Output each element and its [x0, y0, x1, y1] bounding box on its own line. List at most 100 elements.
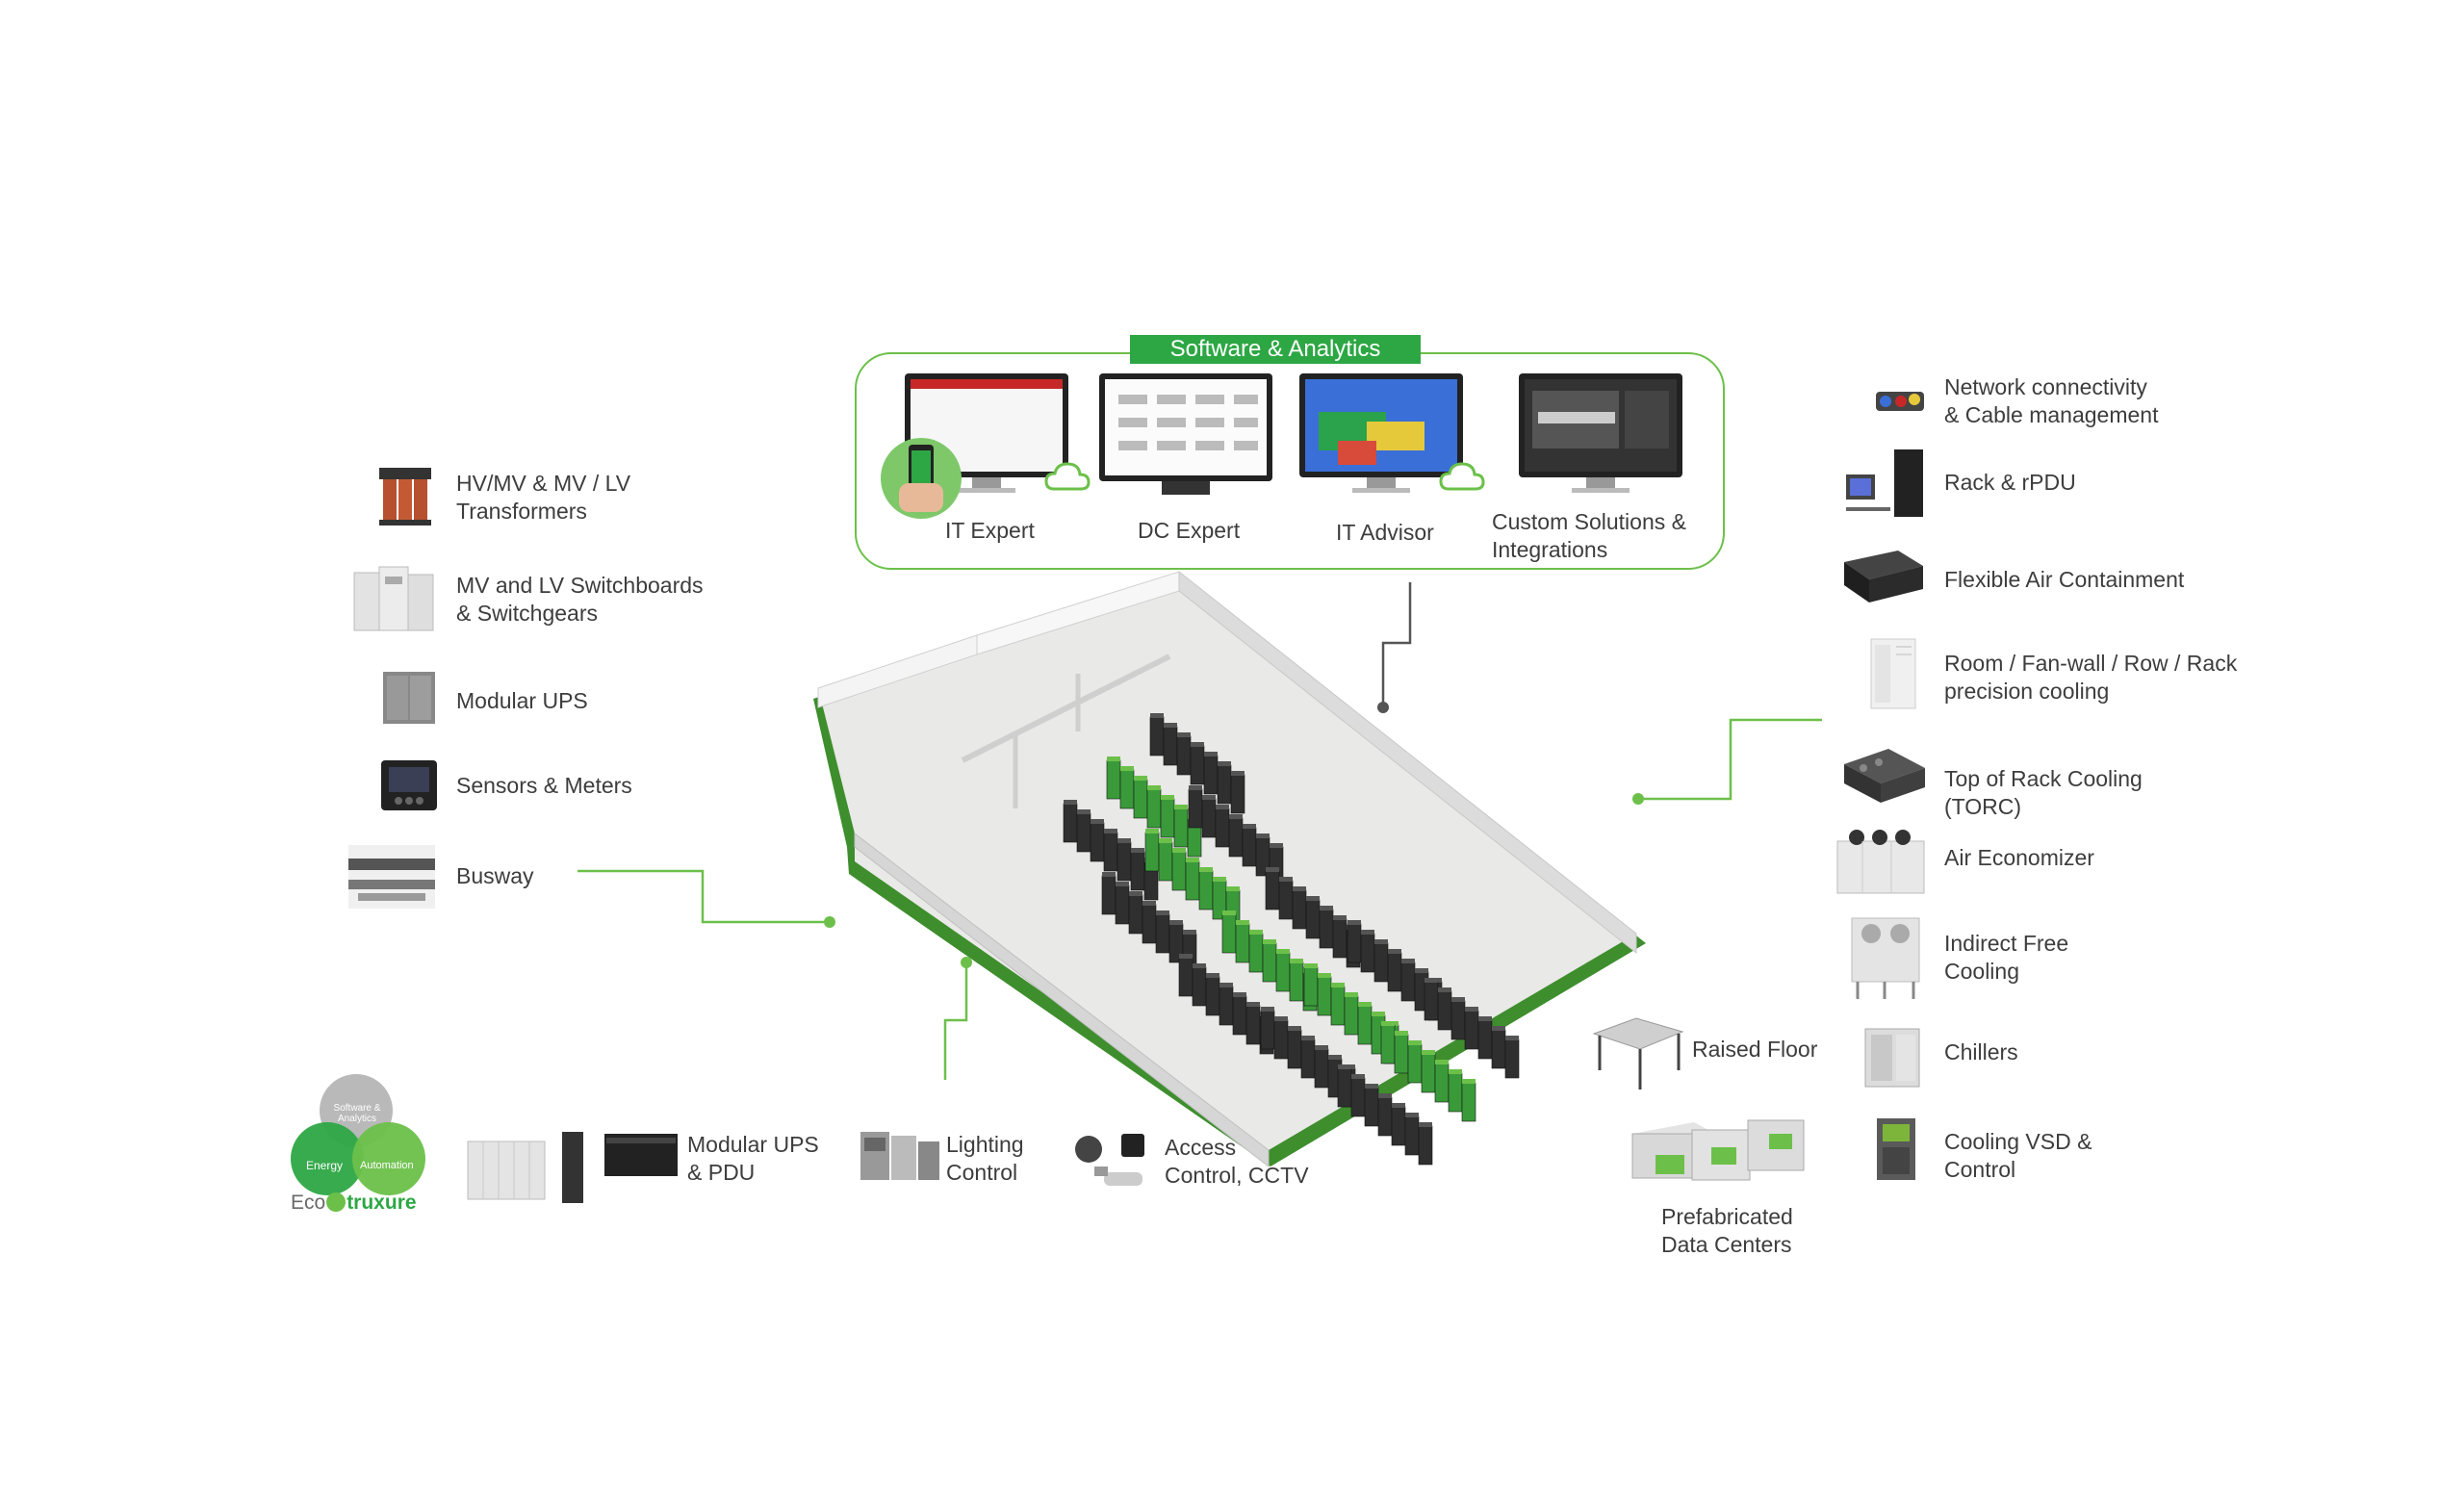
- server-rack: [1289, 961, 1304, 1002]
- switchboard-icon: [345, 563, 437, 636]
- modular-ups-icon: [381, 670, 437, 726]
- server-rack-top: [1117, 838, 1131, 843]
- server-rack: [1215, 808, 1230, 848]
- server-rack: [1300, 1038, 1316, 1079]
- server-rack-top: [1091, 819, 1104, 824]
- server-rack-top: [1405, 1113, 1419, 1117]
- eco-software-text: Software & Analytics: [333, 1103, 381, 1124]
- server-rack: [1287, 1029, 1302, 1069]
- server-rack: [1128, 894, 1143, 935]
- server-rack: [1504, 1038, 1520, 1079]
- server-rack-top: [1422, 1050, 1435, 1055]
- server-rack-top: [1161, 795, 1174, 800]
- server-rack: [1163, 726, 1178, 766]
- server-rack-top: [1236, 920, 1249, 925]
- server-rack-top: [1134, 776, 1147, 781]
- server-rack: [1203, 755, 1219, 795]
- server-rack-top: [1351, 1074, 1365, 1079]
- server-rack-top: [1222, 910, 1236, 915]
- server-rack-top: [1266, 867, 1279, 872]
- server-rack-top: [1301, 1036, 1315, 1040]
- server-rack-top: [1102, 872, 1116, 877]
- server-rack-top: [1492, 1026, 1505, 1031]
- connector-lines: [578, 582, 1822, 1080]
- server-rack-top: [1408, 1040, 1422, 1045]
- server-rack-top: [1246, 1002, 1260, 1007]
- server-rack-top: [1107, 756, 1120, 761]
- server-rack: [1242, 827, 1257, 867]
- server-rack-top: [1174, 805, 1188, 809]
- ecostruxure-logo: Software & Analytics Energy Automation E…: [287, 1070, 441, 1217]
- server-rack: [1448, 1072, 1463, 1113]
- server-rack-top: [1290, 959, 1303, 963]
- server-rack-top: [1263, 939, 1276, 944]
- server-rack: [1144, 832, 1160, 872]
- server-rack: [1394, 1034, 1409, 1074]
- server-rack: [1337, 1067, 1352, 1108]
- server-rack-top: [1358, 1002, 1372, 1007]
- server-rack: [1278, 880, 1294, 920]
- server-rack: [1464, 1010, 1479, 1050]
- server-rack-top: [1064, 800, 1077, 805]
- indirect-free-cooling-label: Indirect Free Cooling: [1944, 931, 2069, 984]
- air-containment-label: Flexible Air Containment: [1944, 567, 2185, 592]
- server-rack: [1400, 961, 1416, 1002]
- server-rack-top: [1438, 987, 1451, 992]
- server-rack: [1245, 1005, 1261, 1045]
- server-rack-top: [1164, 723, 1177, 728]
- server-rack-top: [1131, 848, 1144, 853]
- server-rack: [1101, 875, 1116, 915]
- server-rack: [1491, 1029, 1506, 1069]
- server-rack-top: [1465, 1007, 1478, 1012]
- server-rack: [1380, 1024, 1396, 1064]
- s-mark-icon: [326, 1192, 346, 1212]
- server-rack-top: [1191, 742, 1204, 747]
- server-rack: [1158, 841, 1173, 882]
- transformers-label: HV/MV & MV / LV Transformers: [456, 471, 631, 524]
- server-rack: [1076, 812, 1091, 853]
- server-rack-top: [1392, 1103, 1405, 1108]
- cloud-icon: [1044, 460, 1091, 495]
- server-rack-top: [1449, 1069, 1462, 1074]
- indirect-free-cooling-icon: [1846, 914, 1923, 1001]
- server-rack-top: [1179, 954, 1193, 959]
- server-rack: [1360, 933, 1375, 973]
- server-rack-top: [1361, 930, 1374, 935]
- torc-icon: [1840, 743, 1929, 808]
- server-rack: [1407, 1043, 1423, 1084]
- data-center-building: [813, 570, 1646, 1168]
- server-rack-top: [1213, 877, 1226, 882]
- server-rack: [1373, 942, 1389, 983]
- server-rack-top: [1233, 992, 1246, 997]
- server-rack: [1149, 716, 1165, 756]
- server-rack: [1173, 808, 1189, 848]
- cloud-icon: [1439, 460, 1485, 495]
- server-rack: [1116, 841, 1132, 882]
- server-rack: [1377, 1096, 1393, 1137]
- it-advisor-monitor-icon: [1299, 373, 1463, 499]
- server-rack-top: [1348, 920, 1361, 925]
- server-rack: [1133, 779, 1148, 819]
- server-rack-top: [1206, 973, 1219, 978]
- truxure-word: truxure: [346, 1192, 417, 1214]
- server-rack: [1265, 870, 1280, 910]
- network-cable-icon: [1872, 378, 1932, 419]
- server-rack-top: [1328, 1055, 1342, 1060]
- server-rack: [1404, 1115, 1420, 1156]
- server-rack: [1314, 1048, 1329, 1089]
- server-rack-top: [1204, 752, 1218, 756]
- server-rack: [1063, 803, 1078, 843]
- server-rack-top: [1229, 814, 1243, 819]
- raised-floor-label: Raised Floor: [1692, 1037, 1818, 1062]
- server-rack-top: [1159, 838, 1172, 843]
- server-rack-top: [1288, 1026, 1301, 1031]
- server-rack-top: [1345, 992, 1358, 997]
- server-rack: [1364, 1087, 1379, 1127]
- server-rack-top: [1256, 833, 1270, 838]
- server-rack-top: [1156, 910, 1169, 915]
- server-rack: [1477, 1019, 1493, 1060]
- server-rack: [1192, 966, 1207, 1007]
- server-rack-top: [1218, 761, 1231, 766]
- server-rack: [1188, 788, 1203, 829]
- server-rack-top: [1216, 805, 1229, 809]
